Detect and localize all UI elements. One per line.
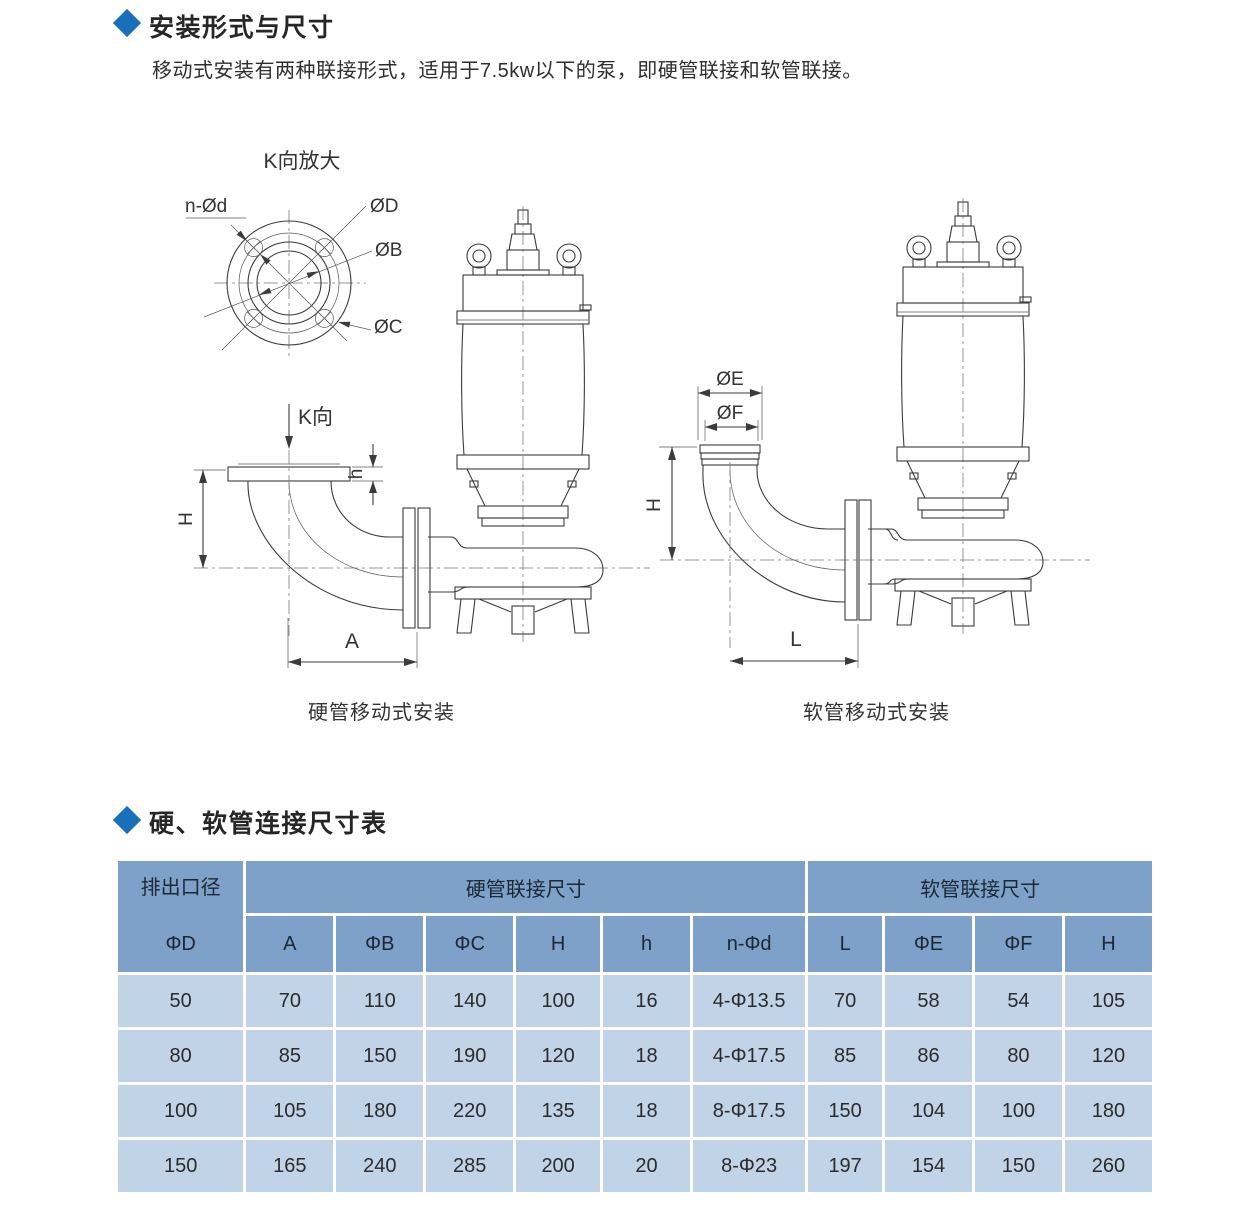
table-cell: 8-Φ17.5 [693,1085,806,1137]
table-row: 50 70 110 140 100 16 4-Φ13.5 70 58 54 10… [118,975,1152,1027]
detail-label-c: ØC [374,317,403,338]
table-cell: 190 [426,1030,514,1082]
table-cell: 80 [118,1030,244,1082]
dim-L-label: L [790,628,802,651]
table-cell: 240 [336,1140,424,1192]
detail-label-bolt-holes: n-Ød [185,196,227,217]
connection-dimensions-table: 排出口径 ΦD 硬管联接尺寸 软管联接尺寸 A ΦB ΦC H h n-Φd L… [115,858,1155,1195]
table-cell: 105 [1064,975,1152,1027]
table-cell: 100 [974,1085,1062,1137]
dim-H-label-hard: H [176,512,197,526]
col-header-B: ΦB [336,916,424,972]
hard-pipe-caption: 硬管移动式安装 [308,702,455,724]
dim-A-label: A [345,630,359,653]
table-cell: 120 [516,1030,601,1082]
table-cell: 85 [246,1030,334,1082]
col-header-outlet-diameter-label: 排出口径 [140,877,221,899]
table-cell: 4-Φ13.5 [693,975,806,1027]
table-cell: 150 [336,1030,424,1082]
col-header-C: ΦC [426,916,514,972]
col-header-outlet-diameter: 排出口径 ΦD [118,861,244,972]
table-cell: 197 [808,1140,883,1192]
table-cell: 165 [246,1140,334,1192]
table-row: 80 85 150 190 120 18 4-Φ17.5 85 86 80 12… [118,1030,1152,1082]
section2-diamond-icon [112,805,142,835]
col-header-h: h [603,916,691,972]
table-cell: 105 [246,1085,334,1137]
dim-E-label: ØE [716,369,743,390]
col-header-E: ΦE [885,916,972,972]
dim-H-label-soft: H [644,498,665,512]
table-cell: 120 [1064,1030,1152,1082]
table-cell: 104 [885,1085,972,1137]
table-cell: 18 [603,1030,691,1082]
table-cell: 154 [885,1140,972,1192]
dim-F-label: ØF [717,403,743,424]
table-cell: 110 [336,975,424,1027]
col-header-H2: H [1064,916,1152,972]
section1-diamond-icon [112,8,142,38]
flange-detail-drawing: K向放大 n-Ød ØD ØB ØC [185,150,403,358]
table-cell: 200 [516,1140,601,1192]
table-cell: 150 [118,1140,244,1192]
col-header-L: L [808,916,883,972]
detail-view-title: K向放大 [263,150,340,173]
group-header-soft-pipe: 软管联接尺寸 [808,861,1152,913]
table-cell: 20 [603,1140,691,1192]
table-cell: 140 [426,975,514,1027]
table-cell: 54 [974,975,1062,1027]
table-cell: 180 [1064,1085,1152,1137]
table-cell: 18 [603,1085,691,1137]
installation-drawings: K向放大 n-Ød ØD ØB ØC [176,150,1090,668]
table-cell: 16 [603,975,691,1027]
hard-pipe-installation-drawing: K向 H h A [176,205,650,668]
table-cell: 70 [246,975,334,1027]
table-cell: 70 [808,975,883,1027]
table-row: 150 165 240 285 200 20 8-Φ23 197 154 150… [118,1140,1152,1192]
section1-description: 移动式安装有两种联接形式，适用于7.5kw以下的泵，即硬管联接和软管联接。 [152,60,863,82]
group-header-hard-pipe: 硬管联接尺寸 [246,861,806,913]
col-header-A: A [246,916,334,972]
table-cell: 4-Φ17.5 [693,1030,806,1082]
section2-title: 硬、软管连接尺寸表 [149,810,388,838]
table-cell: 285 [426,1140,514,1192]
col-header-H1: H [516,916,601,972]
table-cell: 150 [808,1085,883,1137]
table-cell: 260 [1064,1140,1152,1192]
col-header-F: ΦF [974,916,1062,972]
table-cell: 8-Φ23 [693,1140,806,1192]
table-cell: 180 [336,1085,424,1137]
table-cell: 58 [885,975,972,1027]
section1-title: 安装形式与尺寸 [149,14,335,42]
table-cell: 80 [974,1030,1062,1082]
table-cell: 50 [118,975,244,1027]
table-cell: 220 [426,1085,514,1137]
table-cell: 150 [974,1140,1062,1192]
detail-label-b: ØB [375,240,402,261]
dim-h-label: h [346,469,367,480]
soft-pipe-installation-drawing: ØE ØF H L [644,197,1090,668]
soft-pipe-caption: 软管移动式安装 [803,702,950,724]
col-header-n-d: n-Φd [693,916,806,972]
table-cell: 100 [118,1085,244,1137]
table-cell: 100 [516,975,601,1027]
table-row: 100 105 180 220 135 18 8-Φ17.5 150 104 1… [118,1085,1152,1137]
view-arrow-label: K向 [298,406,333,429]
col-header-outlet-diameter-symbol: ΦD [165,933,196,955]
detail-label-d: ØD [370,196,399,217]
table-cell: 135 [516,1085,601,1137]
table-cell: 86 [885,1030,972,1082]
table-cell: 85 [808,1030,883,1082]
